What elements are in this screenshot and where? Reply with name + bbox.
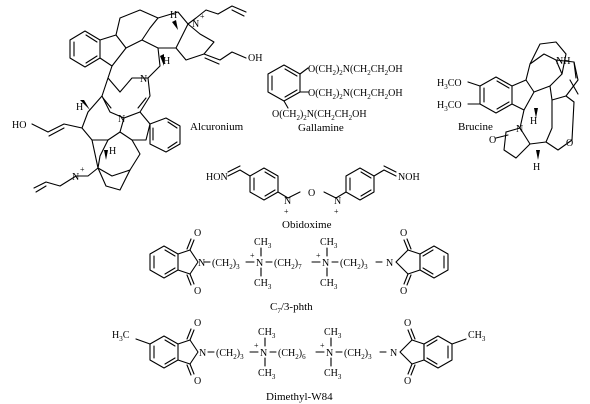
alcuronium-n-upper: N bbox=[140, 74, 147, 85]
alcuronium-name: Alcuronium bbox=[190, 121, 244, 133]
brucine-h-2: H bbox=[533, 162, 540, 173]
alcuronium-h-3: H bbox=[76, 102, 83, 113]
alcuronium-ho-left: HO bbox=[12, 120, 26, 131]
alcuronium-charge-lower: + bbox=[80, 165, 85, 174]
w84-charge-1: + bbox=[254, 341, 259, 350]
c7-3-phth-name: C7/3-phth bbox=[270, 301, 313, 315]
obidoxime-name: Obidoxime bbox=[282, 219, 332, 231]
alcuronium-n-plus-upper: N bbox=[192, 19, 199, 30]
c7-charge-2: + bbox=[316, 251, 321, 260]
c7-n-1: N bbox=[198, 258, 205, 269]
w84-o-4: O bbox=[404, 376, 411, 387]
brucine-h-1: H bbox=[530, 116, 537, 127]
w84-ch3-2: CH3 bbox=[258, 368, 276, 381]
obidoxime-structure: HON NOH N + O N + Obidoxime bbox=[206, 165, 420, 231]
brucine-nh: NH bbox=[556, 56, 570, 67]
w84-ch3-1: CH3 bbox=[258, 327, 276, 340]
w84-n-plus-2: N bbox=[326, 348, 333, 359]
brucine-structure: H3CO H3CO NH N O O H H Brucine bbox=[437, 41, 579, 173]
c7-ch3-1: CH3 bbox=[254, 237, 272, 250]
c7-o-1: O bbox=[194, 228, 201, 239]
c7-3-phth-structure: O O N (CH2)3 N + CH3 CH3 (CH2)7 N + CH3 … bbox=[149, 228, 449, 315]
c7-n-plus-1: N bbox=[256, 258, 263, 269]
c7-n-2: N bbox=[386, 258, 393, 269]
w84-o-1: O bbox=[194, 318, 201, 329]
alcuronium-h-1: H bbox=[170, 10, 177, 21]
gallamine-substituent-1: O(CH2)2N(CH2CH2OH bbox=[308, 64, 403, 77]
brucine-name: Brucine bbox=[458, 121, 493, 133]
c7-o-4: O bbox=[400, 286, 407, 297]
w84-o-2: O bbox=[194, 376, 201, 387]
gallamine-substituent-2: O(CH2)2N(CH2CH2OH bbox=[308, 88, 403, 101]
gallamine-name: Gallamine bbox=[298, 122, 344, 134]
w84-chain-c: (CH2)3 bbox=[344, 348, 372, 361]
alcuronium-structure: N N + N N + H H H H OH HO Alcuronium bbox=[12, 5, 262, 193]
w84-ch3-right: CH3 bbox=[468, 330, 486, 343]
brucine-carbonyl-o: O bbox=[489, 135, 496, 146]
brucine-n: N bbox=[516, 124, 523, 135]
c7-chain-c: (CH2)3 bbox=[340, 258, 368, 271]
c7-o-2: O bbox=[194, 286, 201, 297]
brucine-methoxy-1: H3CO bbox=[437, 78, 462, 91]
c7-ch3-4: CH3 bbox=[320, 278, 338, 291]
obidoxime-o: O bbox=[308, 188, 315, 199]
w84-o-3: O bbox=[404, 318, 411, 329]
w84-h3c-left: H3C bbox=[112, 330, 130, 343]
c7-n-plus-2: N bbox=[322, 258, 329, 269]
obidoxime-left-oxime: HON bbox=[206, 172, 228, 183]
c7-ch3-3: CH3 bbox=[320, 237, 338, 250]
obidoxime-charge-right: + bbox=[334, 207, 339, 216]
w84-chain-b: (CH2)6 bbox=[278, 348, 306, 361]
w84-ch3-4: CH3 bbox=[324, 368, 342, 381]
alcuronium-h-2: H bbox=[163, 56, 170, 67]
c7-o-3: O bbox=[400, 228, 407, 239]
obidoxime-n-right: N bbox=[334, 196, 341, 207]
c7-charge-1: + bbox=[250, 251, 255, 260]
gallamine-substituent-3: O(CH2)2N(CH2CH2OH bbox=[272, 109, 367, 122]
brucine-ether-o: O bbox=[566, 138, 573, 149]
dimethyl-w84-name: Dimethyl-W84 bbox=[266, 391, 333, 403]
gallamine-structure: O(CH2)2N(CH2CH2OH O(CH2)2N(CH2CH2OH O(CH… bbox=[267, 64, 403, 134]
alcuronium-charge-upper: + bbox=[200, 12, 205, 21]
w84-n-plus-1: N bbox=[260, 348, 267, 359]
w84-ch3-3: CH3 bbox=[324, 327, 342, 340]
alcuronium-n-plus-lower: N bbox=[72, 172, 79, 183]
brucine-methoxy-2: H3CO bbox=[437, 100, 462, 113]
obidoxime-charge-left: + bbox=[284, 207, 289, 216]
alcuronium-oh-right: OH bbox=[248, 53, 262, 64]
obidoxime-right-oxime: NOH bbox=[398, 172, 420, 183]
dimethyl-w84-structure: H3C O O N (CH2)3 N + CH3 CH3 (CH2)6 N + … bbox=[112, 318, 486, 403]
c7-chain-a: (CH2)3 bbox=[212, 258, 240, 271]
w84-n-2: N bbox=[390, 348, 397, 359]
obidoxime-n-left: N bbox=[284, 196, 291, 207]
alcuronium-n-lower: N bbox=[118, 114, 125, 125]
c7-chain-b: (CH2)7 bbox=[274, 258, 302, 271]
alcuronium-h-4: H bbox=[109, 146, 116, 157]
w84-charge-2: + bbox=[320, 341, 325, 350]
c7-ch3-2: CH3 bbox=[254, 278, 272, 291]
w84-chain-a: (CH2)3 bbox=[216, 348, 244, 361]
w84-n-1: N bbox=[199, 348, 206, 359]
